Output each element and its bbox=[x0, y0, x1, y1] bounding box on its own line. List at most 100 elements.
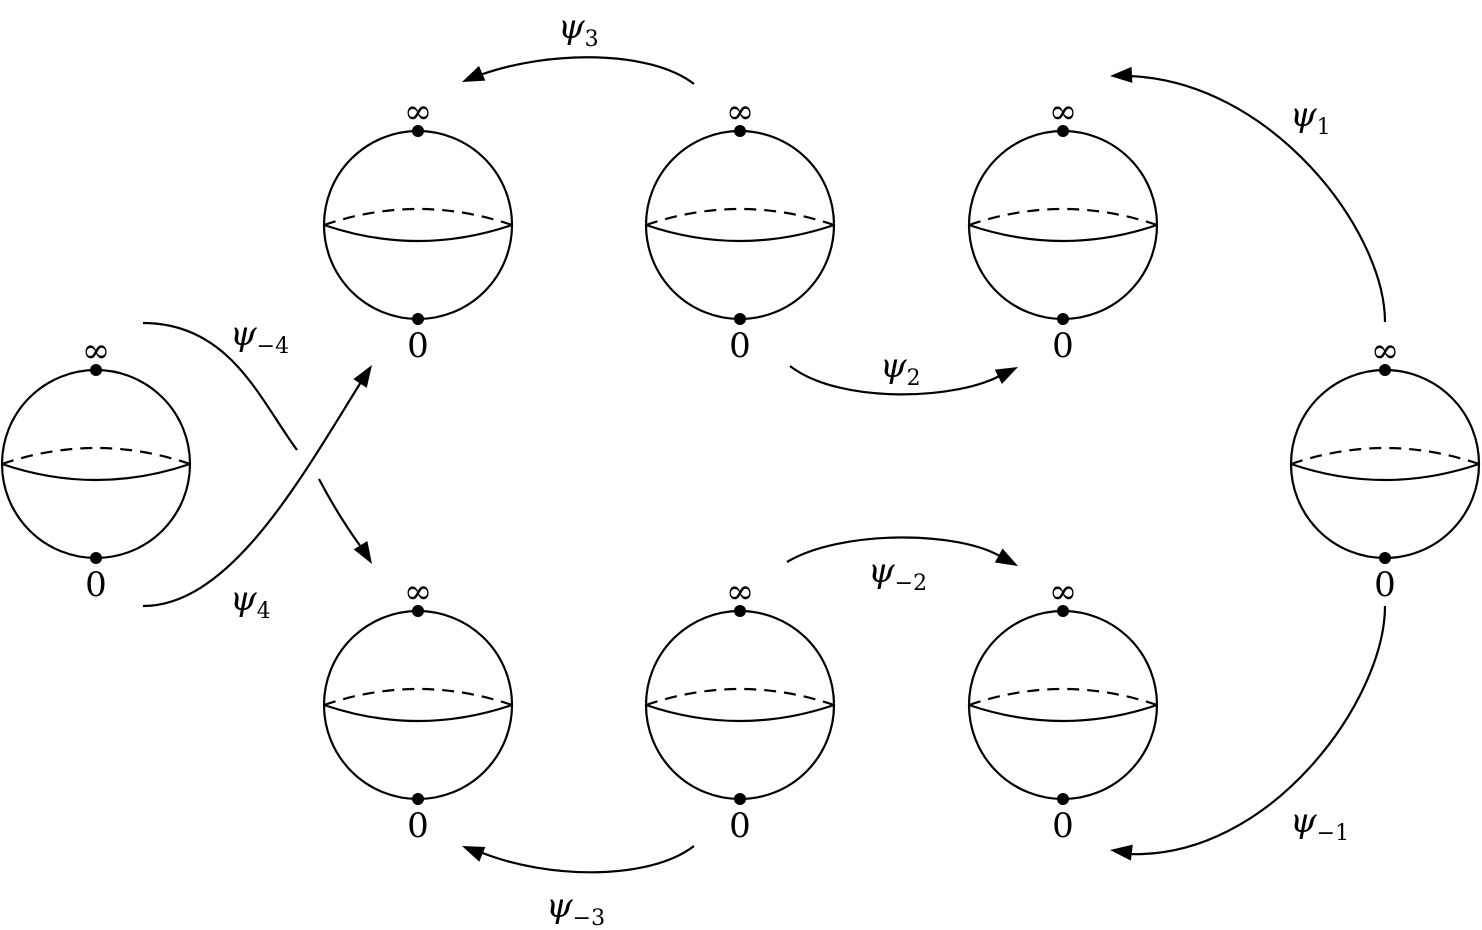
riemann-sphere: ∞0 bbox=[322, 572, 514, 846]
psi-1-arrowhead bbox=[1110, 66, 1133, 83]
sphere-outline bbox=[644, 609, 836, 801]
north-pole-dot bbox=[734, 605, 746, 617]
equator-back-dashed bbox=[1, 446, 191, 466]
south-pole-dot bbox=[1379, 552, 1391, 564]
north-pole-dot bbox=[412, 605, 424, 617]
north-pole-dot bbox=[1057, 125, 1069, 137]
psi-neg-4-label: ψ−4 bbox=[230, 314, 289, 359]
equator-front bbox=[323, 223, 513, 243]
psi-subscript: −2 bbox=[895, 571, 927, 596]
zero-label: 0 bbox=[729, 806, 751, 846]
psi-subscript: 1 bbox=[1317, 115, 1331, 140]
zero-label: 0 bbox=[85, 565, 107, 605]
sphere-outline bbox=[0, 368, 192, 560]
psi-neg-3-label: ψ−3 bbox=[546, 886, 605, 930]
equator-back-dashed bbox=[1290, 446, 1480, 466]
sphere-outline bbox=[644, 129, 836, 321]
equator-back-dashed bbox=[323, 207, 513, 227]
south-pole-dot bbox=[412, 313, 424, 325]
psi-4-label: ψ4 bbox=[230, 579, 271, 624]
psi-symbol: ψ bbox=[230, 314, 257, 354]
psi-subscript: −3 bbox=[573, 906, 605, 930]
infinity-label: ∞ bbox=[82, 331, 110, 371]
zero-label: 0 bbox=[1052, 326, 1074, 366]
riemann-sphere: ∞0 bbox=[644, 572, 836, 846]
infinity-label: ∞ bbox=[726, 572, 754, 612]
psi-subscript: 4 bbox=[257, 599, 271, 624]
riemann-sphere: ∞0 bbox=[322, 92, 514, 366]
riemann-sphere: ∞0 bbox=[644, 92, 836, 366]
psi-neg-1-curve bbox=[1127, 605, 1387, 856]
equator-front bbox=[645, 223, 835, 243]
psi-symbol: ψ bbox=[546, 886, 573, 926]
riemann-sphere: ∞0 bbox=[1289, 331, 1481, 605]
psi-symbol: ψ bbox=[558, 7, 585, 47]
psi-neg-3-arrowhead bbox=[462, 846, 486, 862]
sphere-outline bbox=[967, 609, 1159, 801]
psi-symbol: ψ bbox=[868, 551, 895, 591]
psi-subscript: −1 bbox=[1317, 821, 1349, 846]
psi-2-arrowhead bbox=[994, 367, 1018, 384]
infinity-label: ∞ bbox=[404, 92, 432, 132]
north-pole-dot bbox=[1379, 364, 1391, 376]
spheres: ∞0∞0∞0∞0∞0∞0∞0∞0 bbox=[0, 92, 1481, 846]
psi-neg-1-arrowhead bbox=[1110, 844, 1133, 861]
equator-back-dashed bbox=[968, 207, 1158, 227]
zero-label: 0 bbox=[407, 806, 429, 846]
infinity-label: ∞ bbox=[1049, 92, 1077, 132]
equator-front bbox=[968, 223, 1158, 243]
infinity-label: ∞ bbox=[1371, 331, 1399, 371]
south-pole-dot bbox=[1057, 313, 1069, 325]
north-pole-dot bbox=[412, 125, 424, 137]
sphere-outline bbox=[967, 129, 1159, 321]
psi-3-label: ψ3 bbox=[558, 7, 599, 52]
psi-3-curve bbox=[479, 56, 695, 85]
psi-neg-3-curve bbox=[479, 845, 695, 874]
psi-3-arrowhead bbox=[462, 65, 486, 82]
sphere-outline bbox=[1289, 368, 1481, 560]
south-pole-dot bbox=[90, 552, 102, 564]
psi-4-arrowhead bbox=[353, 365, 372, 388]
equator-front bbox=[1290, 462, 1480, 482]
zero-label: 0 bbox=[729, 326, 751, 366]
riemann-sphere: ∞0 bbox=[967, 572, 1159, 846]
psi-neg-2-curve bbox=[786, 536, 1004, 563]
psi-neg-4-curve bbox=[142, 321, 362, 548]
equator-front bbox=[645, 703, 835, 723]
north-pole-dot bbox=[90, 364, 102, 376]
psi-1-label: ψ1 bbox=[1290, 95, 1331, 140]
psi-subscript: 2 bbox=[907, 366, 921, 391]
psi-neg-2-label: ψ−2 bbox=[868, 551, 927, 596]
equator-front bbox=[323, 703, 513, 723]
sphere-outline bbox=[322, 609, 514, 801]
infinity-label: ∞ bbox=[726, 92, 754, 132]
riemann-sphere: ∞0 bbox=[967, 92, 1159, 366]
psi-2-curve bbox=[789, 365, 1004, 396]
north-pole-dot bbox=[1057, 605, 1069, 617]
psi-neg-1-label: ψ−1 bbox=[1290, 801, 1349, 846]
south-pole-dot bbox=[412, 793, 424, 805]
psi-symbol: ψ bbox=[880, 346, 907, 386]
psi-4-curve bbox=[142, 381, 362, 608]
psi-symbol: ψ bbox=[1290, 95, 1317, 135]
riemann-sphere: ∞0 bbox=[0, 331, 192, 605]
psi-symbol: ψ bbox=[230, 579, 257, 619]
equator-front bbox=[968, 703, 1158, 723]
infinity-label: ∞ bbox=[404, 572, 432, 612]
equator-front bbox=[1, 462, 191, 482]
equator-back-dashed bbox=[645, 207, 835, 227]
south-pole-dot bbox=[734, 793, 746, 805]
psi-symbol: ψ bbox=[1290, 801, 1317, 841]
sphere-outline bbox=[322, 129, 514, 321]
north-pole-dot bbox=[734, 125, 746, 137]
zero-label: 0 bbox=[1052, 806, 1074, 846]
psi-neg-2-arrowhead bbox=[994, 548, 1018, 566]
equator-back-dashed bbox=[323, 687, 513, 707]
psi-1-curve bbox=[1127, 74, 1387, 323]
psi-subscript: −4 bbox=[257, 334, 289, 359]
south-pole-dot bbox=[734, 313, 746, 325]
infinity-label: ∞ bbox=[1049, 572, 1077, 612]
zero-label: 0 bbox=[407, 326, 429, 366]
